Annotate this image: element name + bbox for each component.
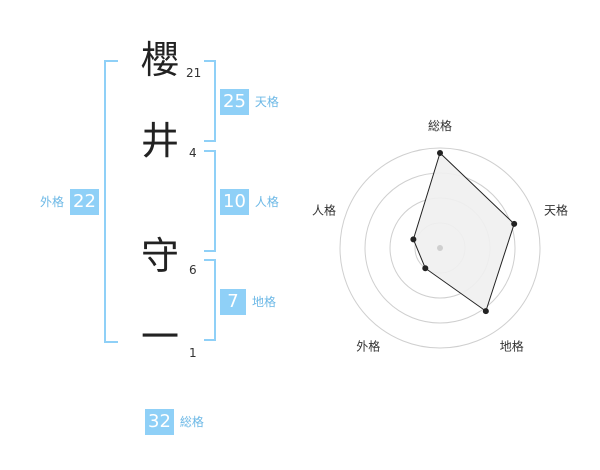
radar-axis-label-0: 総格 — [428, 118, 452, 133]
radar-axis-label-3: 外格 — [356, 339, 380, 354]
chikaku-label: 地格 — [252, 295, 277, 309]
soukaku-label: 総格 — [179, 415, 204, 429]
tenkaku-label: 天格 — [254, 95, 279, 109]
radar-point-1 — [511, 220, 518, 227]
gaikaku-value-badge: 22 — [70, 189, 99, 215]
tenkaku-bracket — [204, 60, 216, 142]
tenkaku-value-badge: 25 — [220, 89, 249, 115]
stroke-count-2: 4 — [189, 146, 197, 160]
radar-axis-label-4: 人格 — [312, 202, 336, 217]
name-char-4: 一 — [140, 315, 179, 359]
stroke-count-4: 1 — [189, 346, 197, 360]
jinkaku-value-badge: 10 — [220, 189, 249, 215]
chikaku-value-badge: 7 — [220, 289, 246, 315]
radar-axis-label-2: 地格 — [500, 339, 524, 354]
radar-point-2 — [482, 308, 489, 315]
tenkaku-result: 25 天格 — [220, 89, 279, 115]
radar-axis-label-1: 天格 — [544, 202, 568, 217]
gaikaku-result: 外格 22 — [40, 189, 99, 215]
stroke-count-3: 6 — [189, 263, 197, 277]
radar-ring-4 — [339, 147, 541, 349]
chikaku-bracket — [204, 259, 216, 341]
radar-point-3 — [422, 265, 429, 272]
chikaku-result: 7 地格 — [220, 289, 276, 315]
gaikaku-label: 外格 — [40, 195, 65, 209]
name-char-1: 櫻 — [140, 38, 179, 82]
jinkaku-bracket — [204, 150, 216, 252]
radar-area — [412, 152, 515, 312]
radar-points — [410, 150, 518, 315]
soukaku-value-badge: 32 — [145, 409, 174, 435]
radar-point-4 — [410, 236, 417, 243]
gaikaku-bracket — [104, 60, 118, 343]
jinkaku-label: 人格 — [254, 195, 279, 209]
jinkaku-result: 10 人格 — [220, 189, 279, 215]
soukaku-result: 32 総格 — [145, 409, 204, 435]
stroke-count-1: 21 — [186, 66, 202, 80]
radar-center-dot — [437, 245, 443, 251]
radar-point-0 — [437, 150, 443, 156]
name-char-2: 井 — [140, 119, 179, 163]
name-char-3: 守 — [140, 234, 179, 278]
